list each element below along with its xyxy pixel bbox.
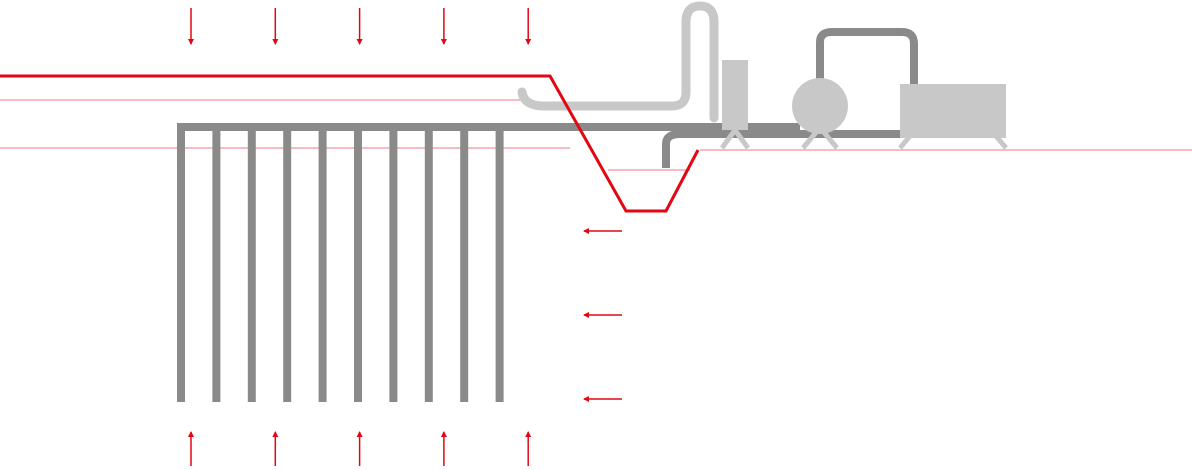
discharge-hose: [517, 1, 719, 123]
pump-loop-pipe: [816, 28, 918, 100]
settling-tank: [722, 60, 748, 130]
engine-unit: [898, 84, 1008, 150]
lowered-water-table: [0, 74, 700, 213]
wellpoints: [177, 124, 504, 402]
vacuum-pump: [792, 78, 848, 150]
flow-arrows: [188, 8, 622, 466]
tank-legs: [719, 128, 751, 150]
suction-pipe: [662, 130, 900, 168]
